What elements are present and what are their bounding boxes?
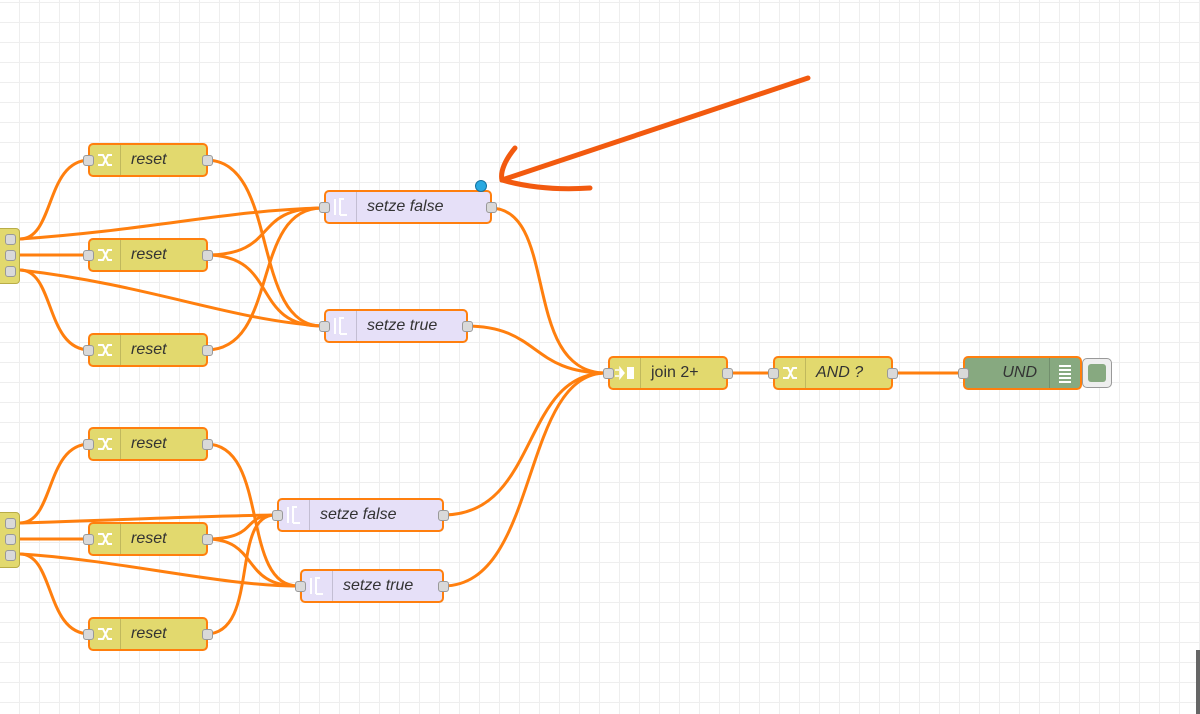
node-label: reset	[131, 151, 167, 168]
output-port[interactable]	[5, 266, 16, 277]
shuffle-icon	[90, 335, 121, 365]
node-label: reset	[131, 530, 167, 547]
output-port[interactable]	[887, 368, 898, 379]
node-label: setze true	[367, 317, 438, 334]
shuffle-icon	[90, 619, 121, 649]
shuffle-icon	[90, 429, 121, 459]
output-port[interactable]	[5, 550, 16, 561]
input-port[interactable]	[319, 202, 330, 213]
output-port[interactable]	[438, 510, 449, 521]
node-label: setze false	[367, 198, 444, 215]
trigger-node-setze-true[interactable]: setze true	[319, 309, 473, 343]
node-changed-indicator	[475, 180, 487, 192]
change-node-reset[interactable]: reset	[83, 143, 213, 177]
node-label: setze false	[320, 506, 397, 523]
node-label: join 2+	[651, 364, 699, 381]
switch-node-and[interactable]: AND ?	[768, 356, 898, 390]
pulse-icon	[279, 500, 310, 530]
output-port[interactable]	[486, 202, 497, 213]
inject-node-bottom[interactable]	[0, 512, 20, 568]
input-port[interactable]	[83, 250, 94, 261]
input-port[interactable]	[272, 510, 283, 521]
input-port[interactable]	[83, 534, 94, 545]
output-port[interactable]	[722, 368, 733, 379]
join-icon	[610, 358, 641, 388]
input-port[interactable]	[958, 368, 969, 379]
pulse-icon	[302, 571, 333, 601]
change-node-reset[interactable]: reset	[83, 333, 213, 367]
output-port[interactable]	[202, 439, 213, 450]
pulse-icon	[326, 311, 357, 341]
output-port[interactable]	[462, 321, 473, 332]
debug-toggle-button[interactable]	[1082, 358, 1112, 388]
output-port[interactable]	[5, 518, 16, 529]
change-node-reset[interactable]: reset	[83, 617, 213, 651]
output-port[interactable]	[5, 234, 16, 245]
input-port[interactable]	[83, 155, 94, 166]
trigger-node-setze-false[interactable]: setze false	[319, 190, 497, 224]
node-label: AND ?	[816, 364, 864, 381]
input-port[interactable]	[603, 368, 614, 379]
output-port[interactable]	[202, 250, 213, 261]
debug-toggle-indicator	[1088, 364, 1106, 382]
input-port[interactable]	[319, 321, 330, 332]
shuffle-icon	[90, 240, 121, 270]
node-label: reset	[131, 435, 167, 452]
output-port[interactable]	[202, 155, 213, 166]
join-node[interactable]: join 2+	[603, 356, 733, 390]
node-label: reset	[131, 625, 167, 642]
shuffle-icon	[775, 358, 806, 388]
output-port[interactable]	[5, 250, 16, 261]
input-port[interactable]	[83, 345, 94, 356]
output-port[interactable]	[202, 534, 213, 545]
shuffle-icon	[90, 524, 121, 554]
trigger-node-setze-true[interactable]: setze true	[295, 569, 449, 603]
output-port[interactable]	[202, 629, 213, 640]
output-port[interactable]	[202, 345, 213, 356]
inject-node-top[interactable]	[0, 228, 20, 284]
list-icon	[1049, 358, 1080, 388]
node-label: reset	[131, 341, 167, 358]
change-node-reset[interactable]: reset	[83, 427, 213, 461]
output-port[interactable]	[438, 581, 449, 592]
node-label: UND	[1002, 364, 1037, 381]
input-port[interactable]	[295, 581, 306, 592]
input-port[interactable]	[83, 439, 94, 450]
annotation-arrow	[499, 75, 811, 192]
node-label: reset	[131, 246, 167, 263]
vertical-scrollbar[interactable]	[1196, 650, 1200, 714]
output-port[interactable]	[5, 534, 16, 545]
shuffle-icon	[90, 145, 121, 175]
input-port[interactable]	[83, 629, 94, 640]
debug-node-und[interactable]: UND	[958, 356, 1082, 390]
change-node-reset[interactable]: reset	[83, 522, 213, 556]
change-node-reset[interactable]: reset	[83, 238, 213, 272]
pulse-icon	[326, 192, 357, 222]
trigger-node-setze-false[interactable]: setze false	[272, 498, 449, 532]
node-label: setze true	[343, 577, 414, 594]
input-port[interactable]	[768, 368, 779, 379]
